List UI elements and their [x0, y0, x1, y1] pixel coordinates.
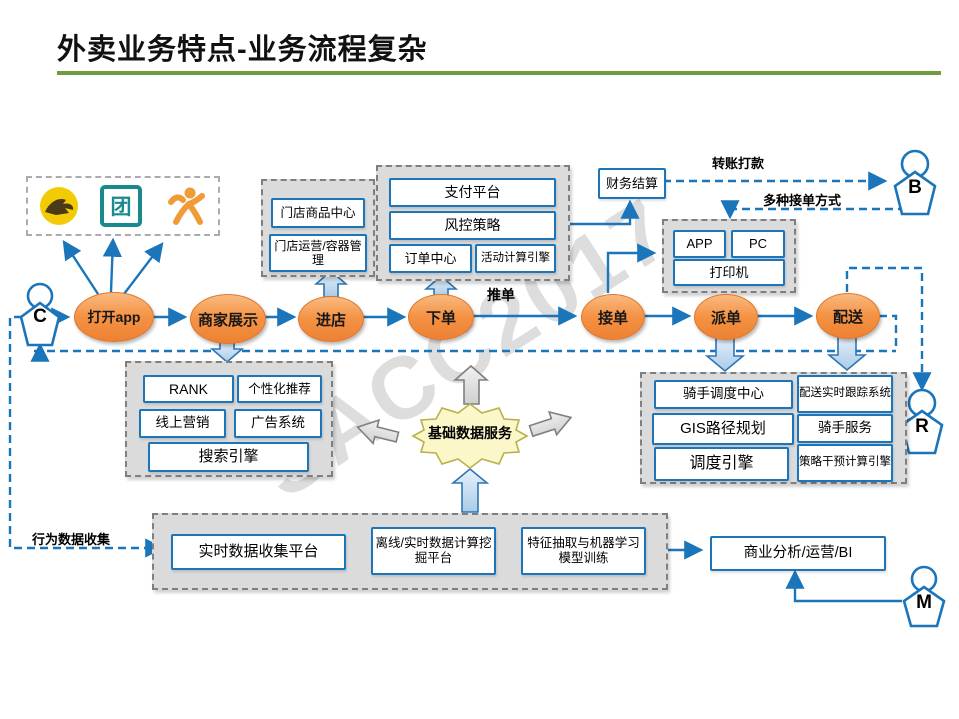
behavior-collect-label: 行为数据收集 — [32, 532, 111, 547]
dashed-delivery-to-collectline — [879, 314, 898, 350]
node-merchant-display: 商家展示 — [190, 294, 266, 344]
arrow-manager-to-bi — [785, 569, 902, 603]
realtime-data-collect-platform: 实时数据收集平台 — [171, 534, 346, 570]
transfer-label: 转账打款 — [712, 156, 765, 171]
node-place-order: 下单 — [408, 294, 474, 340]
blockarrow-data-up — [450, 467, 490, 513]
meituan-tuan-square-icon: 团 — [100, 185, 142, 227]
actor-figures — [19, 149, 946, 628]
risk-control: 风控策略 — [389, 211, 556, 240]
gray-block-arrows — [356, 364, 573, 446]
payment-platform: 支付平台 — [389, 178, 556, 207]
gis-route-planning: GIS路径规划 — [652, 413, 794, 445]
meituan-waimai-kangaroo-icon — [40, 187, 78, 225]
blockarrow-cloud-right — [528, 410, 573, 438]
personal-recommend: 个性化推荐 — [237, 375, 322, 403]
node-accept-order: 接单 — [581, 294, 645, 340]
manager-icon — [902, 565, 946, 628]
title-underline — [57, 71, 941, 75]
arrow-accept-to-acceptbox — [606, 243, 657, 293]
store-product-center: 门店商品中心 — [271, 198, 365, 228]
store-ops-container-mgmt: 门店运营/容器管理 — [269, 234, 367, 272]
order-center: 订单中心 — [389, 244, 472, 273]
search-engine: 搜索引擎 — [148, 442, 309, 472]
delivery-tracking-system: 配送实时跟踪系统 — [797, 375, 893, 413]
ad-system: 广告系统 — [234, 409, 322, 438]
dispatch-engine: 调度引擎 — [654, 447, 789, 481]
dianping-figure-icon — [168, 187, 205, 225]
node-open-app: 打开app — [74, 292, 154, 342]
accept-printer: 打印机 — [673, 259, 785, 286]
push-order-label: 推单 — [487, 287, 515, 303]
base-service-label: 基础数据服务 — [428, 425, 512, 441]
page-title: 外卖业务特点-业务流程复杂 — [57, 34, 428, 66]
rider-service: 骑手服务 — [797, 414, 893, 443]
offline-realtime-compute-platform: 离线/实时数据计算挖掘平台 — [371, 527, 496, 575]
rider-letter: R — [915, 416, 929, 437]
arrow-openapp-to-icon1 — [62, 239, 100, 295]
finance-settlement: 财务结算 — [598, 168, 666, 199]
merchant-letter: B — [908, 177, 922, 198]
customer-letter: C — [33, 306, 47, 327]
blockarrow-enter-up — [313, 269, 349, 298]
customer-icon — [19, 282, 61, 347]
arrow-payment-to-finance — [566, 199, 640, 226]
merchant-icon — [893, 149, 937, 216]
business-analysis-bi: 商业分析/运营/BI — [710, 536, 886, 571]
node-dispatch-order: 派单 — [694, 294, 758, 340]
blockarrow-dispatch-down — [704, 335, 746, 373]
rank-engine: RANK — [143, 375, 234, 403]
app-icons-box: 团 — [26, 176, 220, 236]
blockarrow-delivery-down — [826, 334, 868, 372]
dashed-merchant-to-acceptbox — [720, 200, 917, 220]
arrow-openapp-to-icon2 — [102, 237, 122, 293]
dashed-delivery-to-rider — [845, 266, 932, 392]
accept-pc: PC — [731, 230, 785, 258]
base-service-cloud — [411, 403, 529, 469]
accept-app: APP — [673, 230, 726, 258]
strategy-intervention-engine: 策略干预计算引擎 — [797, 444, 893, 482]
tuan-glyph: 团 — [110, 196, 132, 219]
activity-compute-engine: 活动计算引擎 — [475, 244, 556, 273]
feature-ml-training: 特征抽取与机器学习模型训练 — [521, 527, 646, 575]
node-delivery: 配送 — [816, 293, 880, 339]
arrow-openapp-to-icon3 — [123, 242, 164, 295]
dashed-behavior-collect-path — [8, 315, 165, 558]
dashed-connectors — [8, 171, 932, 558]
multi-accept-label: 多种接单方式 — [763, 193, 842, 208]
blockarrow-cloud-left — [356, 418, 400, 446]
manager-letter: M — [916, 592, 932, 613]
rider-dispatch-center: 骑手调度中心 — [654, 380, 793, 409]
online-marketing: 线上营销 — [139, 409, 226, 438]
blockarrow-cloud-up — [452, 364, 490, 405]
node-enter-store: 进店 — [298, 296, 364, 342]
blockarrow-display-down — [209, 340, 245, 364]
